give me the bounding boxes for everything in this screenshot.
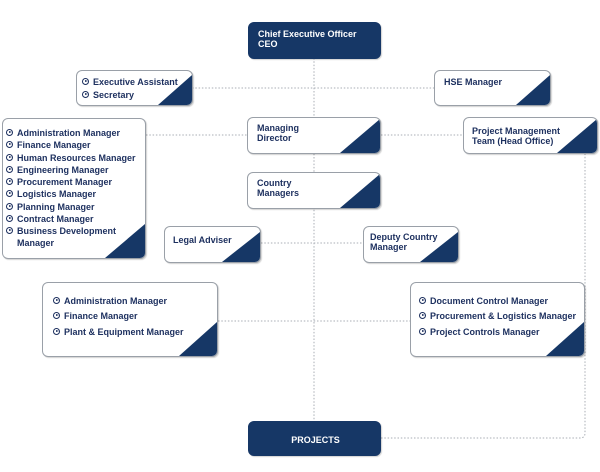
list-item: Procurement Manager <box>6 176 142 188</box>
arrow-bullet-icon <box>53 327 60 335</box>
list-item: Document Control Manager <box>419 295 576 307</box>
list-item: Plant & Equipment Manager <box>53 326 184 338</box>
ceo-title: Chief Executive Officer <box>258 29 357 39</box>
executive-list: Executive Assistant Secretary <box>82 76 178 102</box>
arrow-bullet-icon <box>419 327 426 335</box>
hse-manager-label: HSE Manager <box>444 77 503 87</box>
arrow-bullet-icon <box>6 190 13 198</box>
corner-accent-icon <box>420 232 458 262</box>
arrow-bullet-icon <box>419 297 426 304</box>
list-item: Executive Assistant <box>82 76 178 88</box>
arrow-bullet-icon <box>82 78 89 85</box>
arrow-bullet-icon <box>6 141 13 149</box>
country-managers-line1: Country <box>257 178 292 188</box>
corner-accent-icon <box>516 75 550 105</box>
arrow-bullet-icon <box>53 312 60 320</box>
left-lower-managers-box: Administration Manager Finance Manager P… <box>42 282 218 357</box>
ceo-subtitle: CEO <box>258 39 278 49</box>
projects-label: PROJECTS <box>291 435 340 445</box>
corner-accent-icon <box>158 75 192 105</box>
list-item: Finance Manager <box>53 310 184 322</box>
projects-pm-connector <box>381 152 586 439</box>
hse-manager-box: HSE Manager <box>434 70 551 106</box>
corner-accent-icon <box>340 174 380 208</box>
corner-accent-icon <box>546 322 584 356</box>
managing-director-line1: Managing <box>257 123 299 133</box>
arrow-bullet-icon <box>6 202 13 210</box>
managing-director-box: Managing Director <box>247 117 381 154</box>
ceo-box: Chief Executive Officer CEO <box>248 22 381 59</box>
corner-accent-icon <box>105 224 145 258</box>
managing-director-line2: Director <box>257 133 292 143</box>
list-item: Administration Manager <box>6 127 142 139</box>
managers-list-box: Administration Manager Finance Manager H… <box>2 118 146 259</box>
corner-accent-icon <box>222 232 260 262</box>
left-lower-list: Administration Manager Finance Manager P… <box>53 295 184 338</box>
list-item: Logistics Manager <box>6 188 142 200</box>
executive-assistant-box: Executive Assistant Secretary <box>76 70 193 106</box>
arrow-bullet-icon <box>82 91 89 99</box>
deputy-country-manager-box: Deputy Country Manager <box>363 226 459 263</box>
deputy-country-manager-line1: Deputy Country <box>370 232 438 242</box>
right-lower-managers-box: Document Control Manager Procurement & L… <box>410 282 585 357</box>
pm-team-box: Project Management Team (Head Office) <box>463 117 598 154</box>
managers-list: Administration Manager Finance Manager H… <box>6 127 142 249</box>
arrow-bullet-icon <box>6 215 13 223</box>
arrow-bullet-icon <box>6 165 13 173</box>
country-managers-box: Country Managers <box>247 172 381 209</box>
pm-team-line2: Team (Head Office) <box>472 136 554 146</box>
corner-accent-icon <box>179 322 217 356</box>
list-item: Business Development Manager <box>6 225 117 249</box>
list-item: Human Resources Manager <box>6 152 142 164</box>
list-item: Project Controls Manager <box>419 326 576 338</box>
projects-box: PROJECTS <box>248 421 381 456</box>
list-item: Planning Manager <box>6 201 142 213</box>
corner-accent-icon <box>557 119 597 153</box>
arrow-bullet-icon <box>53 297 60 304</box>
list-item: Secretary <box>82 89 178 101</box>
pm-team-line1: Project Management <box>472 126 561 136</box>
right-lower-list: Document Control Manager Procurement & L… <box>419 295 576 338</box>
arrow-bullet-icon <box>6 178 13 186</box>
corner-accent-icon <box>340 119 380 153</box>
list-item: Finance Manager <box>6 139 142 151</box>
list-item: Procurement & Logistics Manager <box>419 310 576 322</box>
arrow-bullet-icon <box>6 227 13 235</box>
deputy-country-manager-line2: Manager <box>370 242 408 252</box>
legal-adviser-box: Legal Adviser <box>164 226 261 263</box>
arrow-bullet-icon <box>419 312 426 320</box>
list-item: Engineering Manager <box>6 164 142 176</box>
list-item: Administration Manager <box>53 295 184 307</box>
list-item: Contract Manager <box>6 213 142 225</box>
arrow-bullet-icon <box>6 153 13 161</box>
legal-adviser-label: Legal Adviser <box>173 235 232 245</box>
country-managers-line2: Managers <box>257 188 300 198</box>
arrow-bullet-icon <box>6 129 13 136</box>
